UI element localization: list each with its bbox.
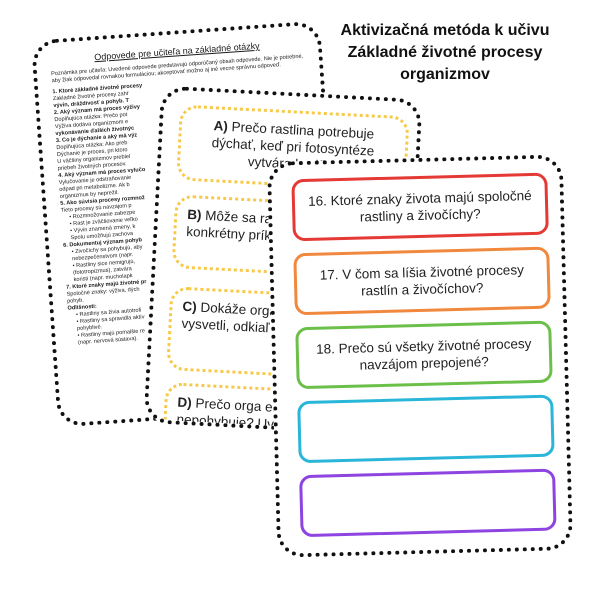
question-box-18: 18. Prečo sú všetky životné procesy navz… <box>295 320 553 390</box>
title-line-3: organizmov <box>400 66 490 83</box>
question-text: 17. V čom sa líšia životné procesy rastl… <box>319 262 525 299</box>
page-title: Aktivizačná metóda k učivu Základné živo… <box>300 20 590 86</box>
bonus-question-letter: D) <box>177 394 193 411</box>
question-card: 16. Ktoré znaky života majú spoločné ras… <box>266 154 574 558</box>
question-box-empty-purple <box>299 468 557 538</box>
bonus-question-letter: A) <box>213 118 229 134</box>
question-box-empty-blue <box>297 394 555 464</box>
question-text: 16. Ktoré znaky života majú spoločné ras… <box>307 188 532 225</box>
bonus-question-letter: C) <box>182 298 198 315</box>
question-box-16: 16. Ktoré znaky života majú spoločné ras… <box>291 172 549 242</box>
title-line-2: Základné životné procesy <box>347 44 543 61</box>
question-text: 18. Prečo sú všetky životné procesy navz… <box>315 336 532 373</box>
bonus-question-letter: B) <box>186 206 202 223</box>
title-line-1: Aktivizačná metóda k učivu <box>340 22 550 39</box>
question-box-17: 17. V čom sa líšia životné procesy rastl… <box>293 246 551 316</box>
